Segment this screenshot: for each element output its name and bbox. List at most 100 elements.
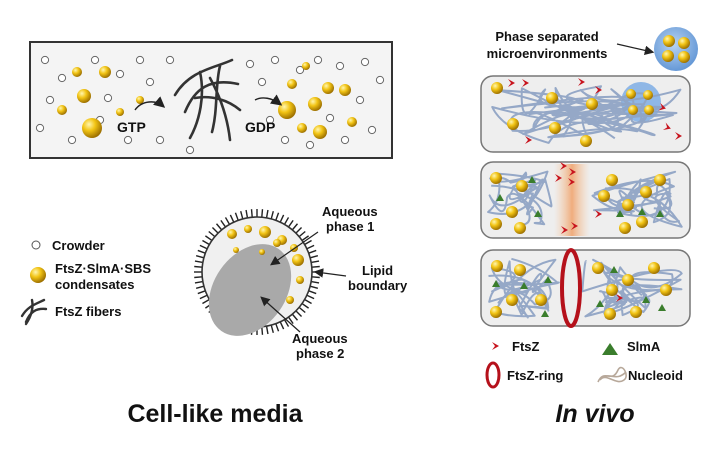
condensate bbox=[604, 308, 616, 320]
crowder-particles bbox=[35, 55, 385, 155]
lipid-boundary-label-1: Lipid bbox=[362, 263, 393, 278]
lipid bbox=[308, 249, 317, 254]
microenvironment-condensates bbox=[662, 35, 690, 63]
lipid bbox=[194, 280, 203, 284]
condensate bbox=[296, 276, 304, 284]
cell-3-contents bbox=[490, 260, 672, 320]
crowder bbox=[325, 113, 335, 123]
lipid bbox=[199, 244, 208, 250]
panel-title-cell-like: Cell-like media bbox=[127, 400, 303, 428]
crowder bbox=[40, 55, 50, 65]
lipid bbox=[234, 212, 239, 221]
ftsz-legend-label: FtsZ bbox=[512, 339, 540, 354]
lipid bbox=[287, 316, 294, 325]
crowder bbox=[305, 140, 315, 150]
cell-2-contents bbox=[490, 162, 666, 234]
condensate-legend-icon bbox=[30, 267, 46, 283]
ftsz-ring-legend-icon bbox=[485, 361, 501, 389]
condensate bbox=[297, 123, 307, 133]
condensate bbox=[654, 174, 666, 186]
condensate bbox=[313, 125, 327, 139]
condensate bbox=[244, 225, 252, 233]
lipid-boundary-arrow bbox=[313, 268, 347, 278]
condensate bbox=[546, 92, 558, 104]
crowder bbox=[360, 57, 370, 67]
crowder bbox=[165, 55, 175, 65]
lipid bbox=[291, 223, 299, 231]
lipid bbox=[304, 239, 312, 246]
condensate bbox=[490, 172, 502, 184]
lipid bbox=[204, 235, 213, 242]
phase-arrow bbox=[616, 43, 655, 56]
lipid bbox=[202, 239, 210, 246]
lipid bbox=[220, 219, 227, 228]
lipid bbox=[195, 255, 205, 259]
nucleoid-strand bbox=[591, 170, 683, 228]
crowder bbox=[135, 55, 145, 65]
ftsz-fibers-cluster bbox=[173, 58, 242, 142]
panel-title-in-vivo: In vivo bbox=[555, 400, 634, 428]
condensate bbox=[586, 98, 598, 110]
gtp-label: GTP bbox=[117, 119, 146, 135]
lipid bbox=[275, 323, 280, 332]
cell-1-contents bbox=[491, 78, 682, 147]
crowder bbox=[280, 135, 290, 145]
crowder bbox=[155, 135, 165, 145]
crowder bbox=[295, 65, 305, 75]
lipid bbox=[211, 226, 219, 234]
condensate bbox=[643, 90, 653, 100]
condensate bbox=[535, 294, 547, 306]
condensate bbox=[347, 117, 357, 127]
condensate bbox=[116, 108, 124, 116]
condensate bbox=[598, 190, 610, 202]
crowder bbox=[57, 73, 67, 83]
condensate bbox=[302, 62, 310, 70]
condensate bbox=[516, 180, 528, 192]
crowder bbox=[123, 135, 133, 145]
condensate bbox=[507, 118, 519, 130]
condensate bbox=[273, 239, 281, 247]
gtp-arrow bbox=[134, 96, 166, 111]
gdp-label: GDP bbox=[245, 119, 275, 135]
crowder bbox=[375, 75, 385, 85]
condensate bbox=[506, 294, 518, 306]
condensate bbox=[619, 222, 631, 234]
lipid bbox=[295, 310, 303, 318]
slma-legend-label: SlmA bbox=[627, 339, 661, 354]
condensate bbox=[322, 82, 334, 94]
condensate bbox=[622, 274, 634, 286]
condensate bbox=[136, 96, 144, 104]
aqueous-phase-2-label-1: Aqueous bbox=[292, 331, 348, 346]
lipid bbox=[197, 249, 206, 254]
crowder bbox=[185, 145, 195, 155]
lipid bbox=[311, 280, 320, 284]
nucleoid-legend-label: Nucleoid bbox=[628, 368, 683, 383]
condensate bbox=[549, 122, 561, 134]
lipid bbox=[306, 244, 315, 250]
ftsz-ring-legend-label: FtsZ-ring bbox=[507, 368, 563, 383]
lipid bbox=[208, 230, 216, 238]
condensate-particles bbox=[57, 62, 357, 139]
condensate bbox=[580, 135, 592, 147]
crowder bbox=[145, 77, 155, 87]
lipid bbox=[270, 210, 274, 220]
crowder bbox=[335, 61, 345, 71]
lipid bbox=[194, 260, 203, 264]
aqueous-phase-2-region bbox=[208, 244, 292, 336]
lipid bbox=[298, 306, 306, 314]
nucleoid-strand bbox=[487, 170, 553, 226]
condensate bbox=[514, 222, 526, 234]
condensate bbox=[292, 254, 304, 266]
condensate bbox=[592, 262, 604, 274]
condensate bbox=[606, 284, 618, 296]
lipid bbox=[287, 219, 294, 228]
lipid bbox=[194, 276, 203, 279]
lipid bbox=[309, 285, 319, 289]
lipid bbox=[306, 294, 315, 300]
reaction-box bbox=[29, 41, 393, 159]
crowder bbox=[35, 123, 45, 133]
condensate bbox=[259, 226, 271, 238]
lipid bbox=[195, 285, 205, 289]
crowder bbox=[67, 135, 77, 145]
